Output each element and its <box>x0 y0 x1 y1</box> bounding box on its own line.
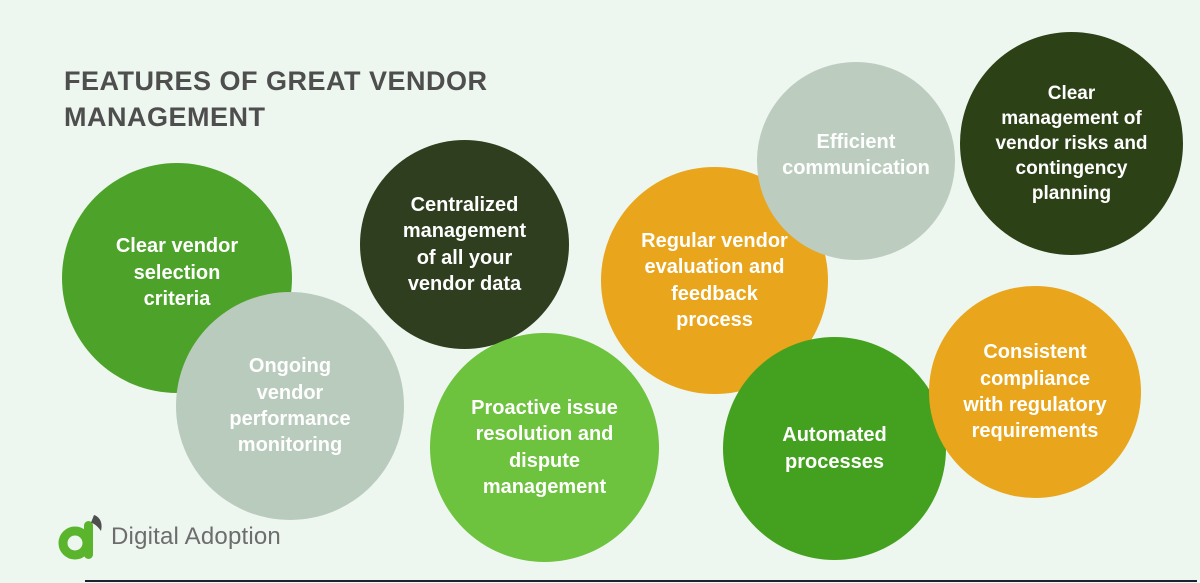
bubble-efficient-communication: Efficient communication <box>757 62 955 260</box>
digital-adoption-logo: Digital Adoption <box>57 513 281 561</box>
bubble-automated-processes: Automated processes <box>723 337 946 560</box>
page-title: FEATURES OF GREAT VENDOR MANAGEMENT <box>64 66 488 132</box>
footer-divider <box>85 580 1197 582</box>
bubble-label: Ongoing vendor performance monitoring <box>229 355 351 457</box>
bubble-centralized-management-vendor-data: Centralized management of all your vendo… <box>360 140 569 349</box>
digital-adoption-logo-icon <box>58 515 102 560</box>
bubble-label: Regular vendor evaluation and feedback p… <box>641 229 788 331</box>
bubble-label: Clear management of vendor risks and con… <box>995 82 1148 205</box>
bubble-clear-vendor-selection-criteria: Clear vendor selection criteria <box>62 163 292 393</box>
bubble-label: Consistent compliance with regulatory re… <box>963 341 1107 443</box>
bubble-label: Automated processes <box>782 424 887 473</box>
bubble-clear-management-vendor-risks: Clear management of vendor risks and con… <box>960 32 1183 255</box>
bubble-label: Efficient communication <box>782 130 930 179</box>
bubble-consistent-compliance: Consistent compliance with regulatory re… <box>929 286 1141 498</box>
bubble-proactive-issue-resolution: Proactive issue resolution and dispute m… <box>430 333 659 562</box>
bubble-ongoing-vendor-performance-monitoring: Ongoing vendor performance monitoring <box>176 292 404 520</box>
bubble-label: Proactive issue resolution and dispute m… <box>471 396 618 498</box>
bubble-label: Centralized management of all your vendo… <box>402 193 527 295</box>
logo-text: Digital Adoption <box>111 523 281 550</box>
bubble-label: Clear vendor selection criteria <box>115 235 239 311</box>
